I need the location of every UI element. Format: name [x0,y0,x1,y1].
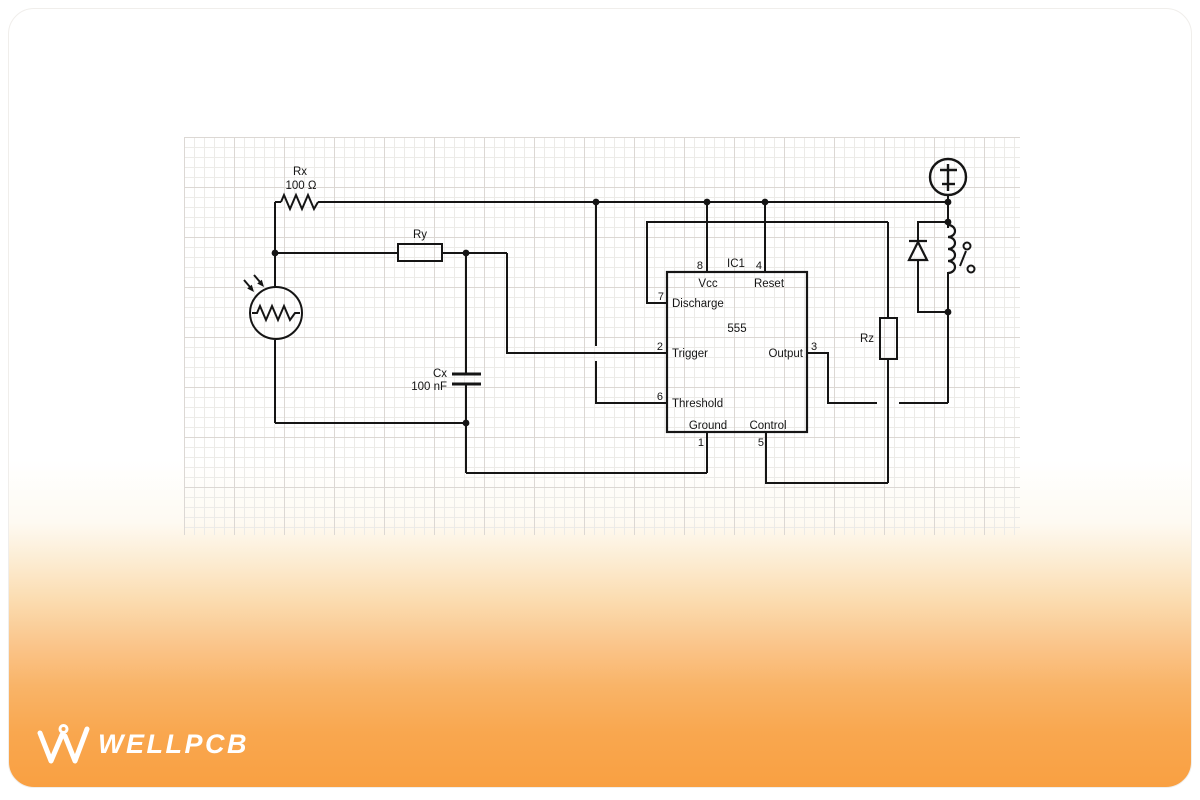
content-card [8,8,1192,788]
pin-num-7: 7 [658,291,664,303]
light-arrows-icon [243,274,264,292]
label-rx-value: 100 Ω [286,180,317,192]
pin-num-2: 2 [657,341,663,353]
capacitor-cx [452,372,481,386]
photoresistor-ldr [249,286,303,340]
pin-name-control: Control [749,420,786,432]
flyback-diode [907,239,929,262]
pin-name-discharge: Discharge [672,298,724,310]
label-ic1-part: 555 [727,323,746,335]
label-ic1-ref: IC1 [727,258,745,270]
pin-num-3: 3 [811,341,817,353]
label-cx-ref: Cx [433,368,447,380]
resistor-rz [879,317,898,360]
pin-name-trigger: Trigger [672,348,708,360]
wire-net [274,195,949,484]
pin-name-ground: Ground [689,420,727,432]
wellpcb-logo-text: WELLPCB [98,729,249,759]
pin-num-8: 8 [697,260,703,272]
junction-dots [271,198,952,427]
relay-coil [947,223,957,275]
pin-num-5: 5 [758,437,764,449]
wellpcb-logo-mark-icon [37,724,90,764]
battery-symbol [928,157,968,197]
pin-name-vcc: Vcc [698,278,717,290]
label-rz-ref: Rz [860,333,874,345]
relay-switch [959,241,976,274]
resistor-ry [397,243,443,262]
label-cx-value: 100 nF [411,381,447,393]
pin-name-reset: Reset [754,278,785,290]
pin-name-threshold: Threshold [672,398,723,410]
wellpcb-logo: WELLPCB [36,722,249,766]
pin-num-1: 1 [698,437,704,449]
label-rx-ref: Rx [293,166,307,178]
pin-num-4: 4 [756,260,762,272]
ic-555-body [665,270,809,434]
resistor-rx [280,192,319,212]
pin-num-6: 6 [657,391,663,403]
label-ry-ref: Ry [413,229,427,241]
pin-name-output: Output [768,348,803,360]
